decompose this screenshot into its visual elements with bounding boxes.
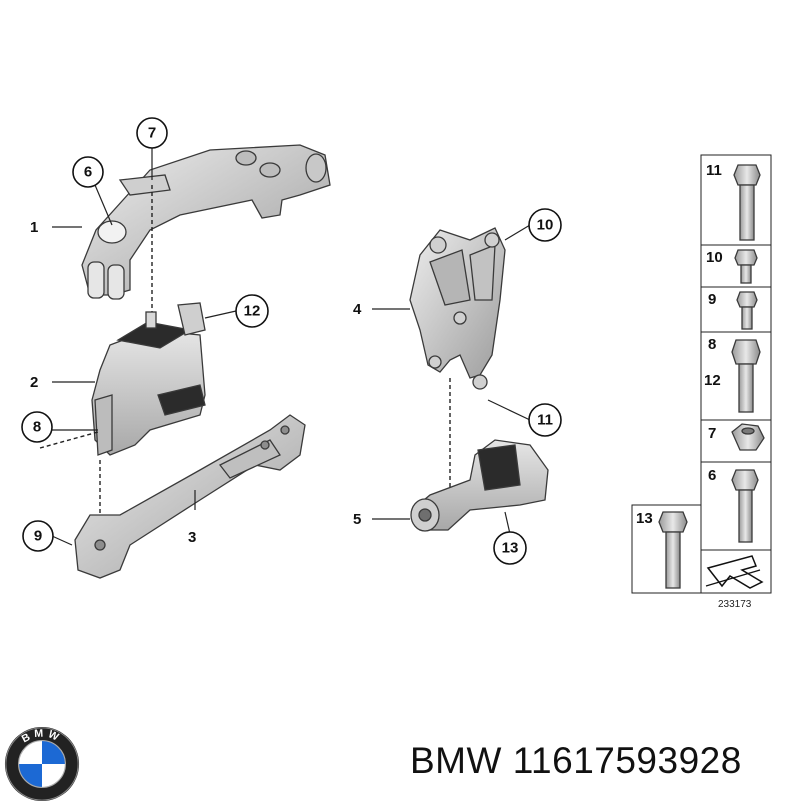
hardware-label-11: 11 bbox=[706, 162, 722, 179]
callout-9: 9 bbox=[34, 528, 42, 545]
diagram-reference-number: 233173 bbox=[718, 599, 752, 610]
hardware-label-10: 10 bbox=[706, 249, 723, 266]
hardware-label-6: 6 bbox=[708, 467, 716, 484]
callout-circle-13 bbox=[493, 531, 527, 565]
callout-circle-10 bbox=[528, 208, 562, 242]
leader-11 bbox=[487, 399, 531, 421]
callout-4: 4 bbox=[353, 301, 362, 318]
leader-10 bbox=[504, 224, 531, 241]
bolt-11-icon bbox=[733, 164, 761, 241]
direction-arrow-icon bbox=[705, 555, 764, 589]
callout-circle-12 bbox=[235, 294, 269, 328]
hardware-cell-10 bbox=[700, 244, 772, 288]
callout-10: 10 bbox=[537, 217, 554, 234]
bolt-6-icon bbox=[731, 469, 759, 543]
callout-11: 11 bbox=[537, 412, 553, 429]
bolt-9-icon bbox=[736, 291, 758, 330]
bolt-13-icon bbox=[658, 511, 688, 589]
svg-text:BMW: BMW bbox=[20, 727, 64, 745]
hardware-label-8: 8 bbox=[708, 336, 716, 353]
crossmember-part-3 bbox=[74, 414, 306, 579]
bolt-8-12-icon bbox=[731, 339, 761, 413]
callout-circle-11 bbox=[528, 403, 562, 437]
hardware-cell-9 bbox=[700, 286, 772, 333]
hardware-panel: 11 10 9 8 12 7 6 13 bbox=[631, 154, 772, 610]
hardware-label-13: 13 bbox=[636, 510, 653, 527]
leader-6 bbox=[94, 184, 113, 226]
bolt-10-icon bbox=[734, 249, 758, 284]
dash-8 bbox=[39, 431, 99, 449]
callout-3: 3 bbox=[188, 529, 196, 546]
bracket-part-1 bbox=[81, 144, 331, 300]
bmw-logo-letters: BMW bbox=[20, 727, 60, 745]
callout-2: 2 bbox=[30, 374, 38, 391]
callout-13: 13 bbox=[502, 540, 519, 557]
callout-6: 6 bbox=[84, 164, 92, 181]
leader-13 bbox=[504, 511, 511, 535]
nut-7-icon bbox=[731, 423, 765, 451]
callout-circle-7 bbox=[136, 117, 168, 149]
hardware-label-12: 12 bbox=[704, 372, 721, 389]
hardware-label-7: 7 bbox=[708, 425, 716, 442]
hardware-label-9: 9 bbox=[708, 291, 716, 308]
bmw-logo-icon: BMW bbox=[4, 726, 80, 802]
pendulum-mount-part-5 bbox=[410, 439, 549, 532]
bracket-part-4 bbox=[409, 227, 506, 390]
callout-circle-8 bbox=[21, 411, 53, 443]
leader-12 bbox=[204, 310, 237, 319]
callout-12: 12 bbox=[244, 303, 261, 320]
callout-8: 8 bbox=[33, 419, 41, 436]
leader-9 bbox=[51, 535, 73, 546]
callout-5: 5 bbox=[353, 511, 361, 528]
callout-1: 1 bbox=[30, 219, 38, 236]
callout-circle-6 bbox=[72, 156, 104, 188]
engine-mount-part-2 bbox=[91, 302, 206, 456]
callout-circle-9 bbox=[22, 520, 54, 552]
part-number-caption: BMW 11617593928 bbox=[410, 740, 742, 781]
callout-7: 7 bbox=[148, 125, 156, 142]
